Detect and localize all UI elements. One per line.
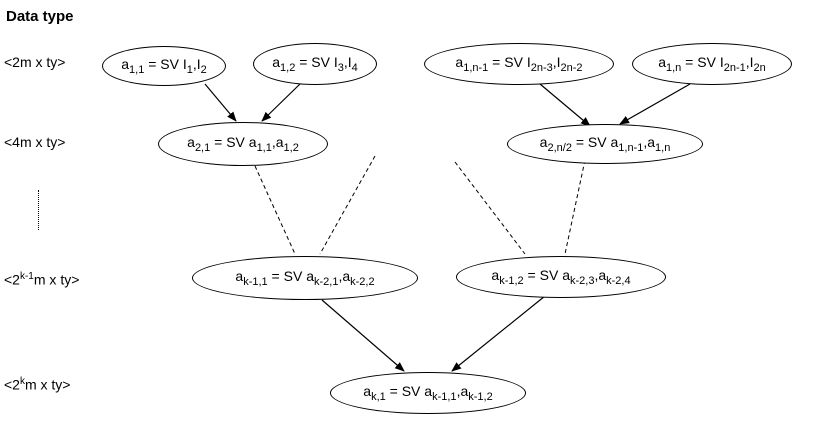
data-type-level-1: <2m x ty> [4, 54, 66, 70]
node-label: ak-1,1 = SV ak-2,1,ak-2,2 [235, 268, 375, 288]
node-label: a2,n/2 = SV a1,n-1,a1,n [539, 134, 671, 154]
dashed-connector-right-1 [454, 161, 526, 255]
dashed-connector-right-2 [564, 159, 586, 255]
node-a1-1: a1,1 = SV I1,I2 [102, 46, 226, 86]
node-ak-1-2: ak-1,2 = SV ak-2,3,ak-2,4 [456, 256, 666, 298]
node-label: ak-1,2 = SV ak-2,3,ak-2,4 [491, 267, 631, 287]
arrow-ak-12-to-ak1 [451, 295, 546, 372]
node-ak-1-1: ak-1,1 = SV ak-2,1,ak-2,2 [192, 256, 418, 300]
node-label: a1,n = SV I2n-1,I2n [658, 54, 766, 74]
arrow-a1n-1-to-a2n2 [539, 83, 591, 127]
node-ak-1: ak,1 = SV ak-1,1,ak-1,2 [330, 372, 526, 414]
node-label: a1,2 = SV I3,I4 [272, 54, 358, 74]
vertical-ellipsis [38, 190, 39, 230]
data-type-level-k: <2km x ty> [4, 376, 71, 393]
arrow-a1n-to-a2n2 [619, 83, 691, 125]
node-label: ak,1 = SV ak-1,1,ak-1,2 [363, 383, 493, 403]
data-type-level-2: <4m x ty> [4, 134, 66, 150]
node-label: a2,1 = SV a1,1,a1,2 [187, 134, 299, 154]
node-label: a1,n-1 = SV I2n-3,I2n-2 [455, 54, 583, 74]
arrow-ak-11-to-ak1 [321, 299, 405, 372]
data-type-level-k-1: <2k-1m x ty> [4, 271, 80, 288]
arrow-a11-to-a21 [204, 83, 237, 122]
node-a1-2: a1,2 = SV I3,I4 [253, 43, 377, 85]
node-label: a1,1 = SV I1,I2 [121, 56, 207, 76]
node-a1-n-1: a1,n-1 = SV I2n-3,I2n-2 [424, 43, 614, 85]
dashed-connector-left-1 [254, 165, 296, 255]
node-a2-n2: a2,n/2 = SV a1,n-1,a1,n [507, 124, 703, 164]
dashed-connector-left-2 [319, 155, 376, 255]
node-a1-n: a1,n = SV I2n-1,I2n [632, 43, 792, 85]
node-a2-1: a2,1 = SV a1,1,a1,2 [158, 122, 328, 166]
data-type-header: Data type [6, 8, 74, 25]
arrow-a12-to-a21 [261, 83, 301, 122]
